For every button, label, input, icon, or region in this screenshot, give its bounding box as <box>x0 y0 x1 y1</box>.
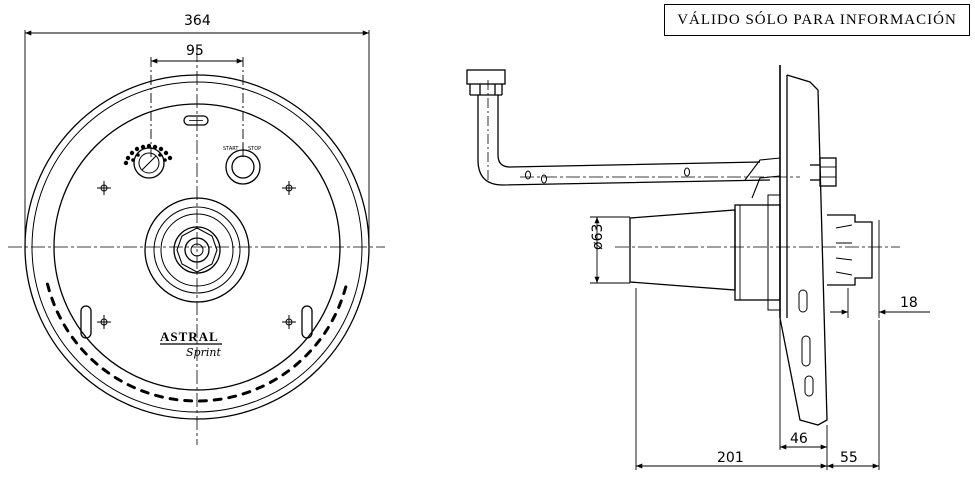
start-stop-button <box>231 155 255 179</box>
overall-diameter-label: 364 <box>184 13 211 29</box>
vent-slot <box>330 313 337 323</box>
air-knob-dots <box>123 143 173 166</box>
start-label: START <box>223 146 239 152</box>
vent-slot <box>323 326 330 335</box>
rim-depth-label: 46 <box>790 431 808 447</box>
vent-slot <box>113 376 123 383</box>
vent-slot <box>62 323 70 333</box>
vent-slot <box>154 393 164 399</box>
nozzle-outer <box>173 226 221 274</box>
brand-logo-text: ASTRAL <box>160 329 219 344</box>
vent-slot <box>50 296 56 307</box>
hub-inner-ring <box>160 213 234 287</box>
vent-slot <box>140 389 150 395</box>
model-logo-text: Sprint <box>186 346 221 359</box>
right-mount-slot <box>301 305 313 339</box>
faceplate-profile <box>779 74 828 426</box>
vent-slot <box>314 338 322 347</box>
vent-slot <box>212 397 223 402</box>
stop-label: STOP <box>248 146 261 152</box>
vent-slot <box>342 285 348 295</box>
flange-offset-label: 18 <box>900 295 918 311</box>
hub-ring <box>153 206 241 294</box>
front-view <box>8 30 385 445</box>
rear-nozzle <box>827 214 873 286</box>
outlet-diameter-label: ø63 <box>590 224 606 250</box>
vent-slot <box>46 282 51 293</box>
vent-slot <box>90 358 99 366</box>
vent-slot <box>268 377 278 384</box>
hub-outer-ring <box>144 197 250 303</box>
nozzle-star <box>176 227 218 273</box>
rim-vent-slots <box>46 282 348 403</box>
rim-inner-edge <box>31 81 363 413</box>
air-hose-cap <box>466 69 506 85</box>
information-only-notice: VÁLIDO SÓLO PARA INFORMACIÓN <box>664 4 970 36</box>
vent-slot <box>101 367 111 375</box>
vent-slot <box>293 359 302 368</box>
outlet-body <box>734 204 781 301</box>
vent-slot <box>80 347 88 356</box>
vent-slot <box>168 397 179 402</box>
vent-slot <box>255 384 265 391</box>
control-spacing-label: 95 <box>186 43 204 59</box>
body-depth-label: 201 <box>717 450 744 466</box>
outlet-cone <box>629 209 736 291</box>
vent-slot <box>337 299 343 309</box>
vent-slot <box>281 369 291 377</box>
vent-slot <box>126 383 136 390</box>
vent-slot <box>55 310 62 320</box>
vent-slot <box>70 335 78 345</box>
faceplate-edge <box>53 103 341 391</box>
air-hose <box>477 95 771 186</box>
side-view <box>466 65 930 470</box>
hex-nut <box>819 157 837 187</box>
top-slot <box>183 115 209 126</box>
left-mount-slot <box>80 305 92 339</box>
vent-slot <box>227 394 238 400</box>
nozzle-core <box>190 243 204 257</box>
air-knob-inner <box>138 152 160 174</box>
nozzle-inner <box>184 237 210 263</box>
screw-markers <box>97 181 296 329</box>
vent-slot <box>304 349 312 358</box>
vent-slot <box>241 390 252 396</box>
outer-rim <box>24 74 370 420</box>
rear-depth-label: 55 <box>840 450 858 466</box>
